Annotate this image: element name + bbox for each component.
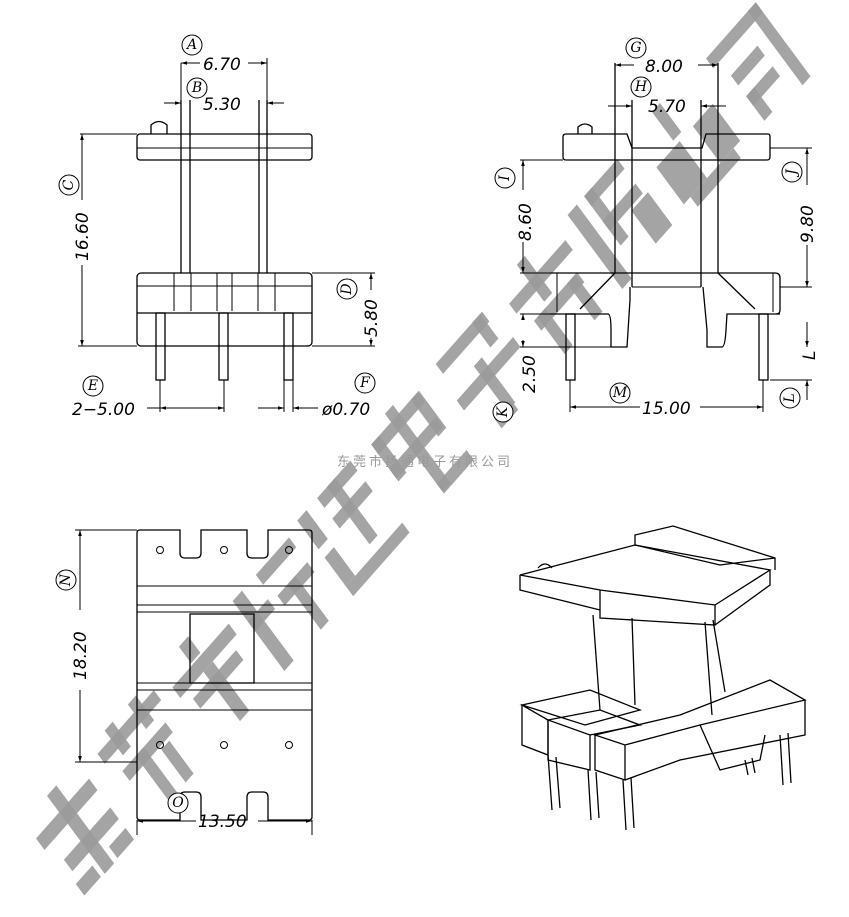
- watermark-stroke: [706, 2, 764, 69]
- dim-M-value: 15.00: [642, 399, 691, 419]
- watermark-glyph: [567, 158, 673, 289]
- watermark-stroke: [730, 45, 765, 86]
- watermark-glyph: [509, 240, 603, 355]
- watermark-glyph: [97, 690, 194, 802]
- watermark-glyph: [297, 460, 410, 597]
- watermark-stroke: [172, 623, 237, 699]
- dim-C-value: 16.60: [73, 212, 93, 261]
- watermark-stroke: [746, 87, 773, 121]
- dim-L-value: L: [800, 351, 820, 360]
- watermark-stroke: [135, 747, 178, 802]
- label-H: H: [634, 79, 648, 95]
- dim-D-value: 5.80: [362, 299, 382, 337]
- label-C: C: [61, 179, 77, 190]
- label-K: K: [495, 405, 511, 418]
- side-view: G 8.00 H 5.70 I 8.60 J 9.80 K 2.50 L L M…: [492, 37, 820, 423]
- front-view: A 6.70 B 5.30 C 16.60 D 5.80 E 2−5.00 F …: [58, 34, 382, 420]
- label-A: A: [185, 37, 197, 53]
- watermark-stroke: [161, 740, 194, 783]
- watermark-stroke: [652, 103, 682, 141]
- watermark-stroke: [472, 313, 499, 348]
- label-D: D: [339, 283, 355, 295]
- dim-A-value: 6.70: [203, 55, 241, 75]
- dim-N-value: 18.20: [71, 631, 91, 680]
- watermark-stroke: [747, 2, 811, 86]
- watermark-stroke: [127, 695, 155, 730]
- watermark-stroke: [516, 255, 553, 302]
- plan-view: N 18.20 O 13.50: [55, 529, 313, 835]
- company-caption: 东莞市扬通电子有限公司: [337, 454, 513, 470]
- label-N: N: [58, 573, 74, 587]
- dim-J-value: 9.80: [798, 205, 818, 243]
- watermark-stroke: [297, 510, 328, 550]
- dim-G-value: 8.00: [645, 57, 683, 77]
- watermark-stroke: [436, 450, 474, 494]
- watermark-glyph: [371, 390, 474, 494]
- watermark-stroke: [656, 141, 708, 205]
- watermark-stroke: [631, 192, 673, 244]
- watermark-stroke: [473, 357, 516, 412]
- watermark-stroke: [287, 575, 329, 630]
- watermark-stroke: [108, 827, 135, 859]
- watermark-stroke: [567, 274, 603, 321]
- isometric-view: [519, 525, 807, 831]
- watermark: [36, 2, 811, 896]
- watermark-stroke: [410, 390, 447, 437]
- watermark-glyph: [36, 778, 135, 896]
- watermark-stroke: [371, 435, 407, 482]
- label-B: B: [191, 80, 202, 96]
- watermark-glyph: [652, 103, 741, 207]
- watermark-glyph: [232, 537, 329, 671]
- label-O: O: [172, 795, 184, 811]
- watermark-stroke: [75, 865, 101, 896]
- watermark-stroke: [384, 404, 451, 492]
- watermark-stroke: [324, 547, 356, 587]
- dim-O-value: 13.50: [198, 812, 247, 832]
- watermark-stroke: [690, 148, 741, 207]
- dim-B-value: 5.30: [203, 95, 241, 115]
- label-E: E: [87, 378, 98, 394]
- watermark-stroke: [327, 477, 378, 545]
- dim-H-value: 5.70: [648, 97, 686, 117]
- watermark-stroke: [584, 187, 629, 246]
- dim-E-value: 2−5.00: [72, 400, 135, 420]
- watermark-glyph: [706, 2, 811, 121]
- watermark-stroke: [63, 807, 119, 872]
- watermark-stroke: [47, 785, 115, 874]
- watermark-stroke: [203, 661, 250, 722]
- watermark-glyph: [172, 623, 250, 722]
- label-F: F: [359, 375, 371, 391]
- label-L: L: [782, 393, 798, 403]
- dim-F-value: ø0.70: [321, 400, 370, 420]
- watermark-stroke: [122, 722, 173, 781]
- watermark-stroke: [104, 721, 131, 756]
- watermark-stroke: [255, 537, 297, 585]
- label-I: I: [497, 175, 513, 182]
- label-M: M: [612, 385, 628, 401]
- dim-I-value: 8.60: [516, 203, 536, 241]
- watermark-stroke: [345, 522, 410, 597]
- watermark-stroke: [247, 599, 276, 632]
- watermark-stroke: [232, 590, 294, 671]
- label-G: G: [630, 40, 641, 56]
- dim-K-value: 2.50: [520, 355, 540, 393]
- label-J: J: [784, 168, 800, 178]
- watermark-stroke: [509, 240, 573, 314]
- watermark-stroke: [537, 308, 573, 355]
